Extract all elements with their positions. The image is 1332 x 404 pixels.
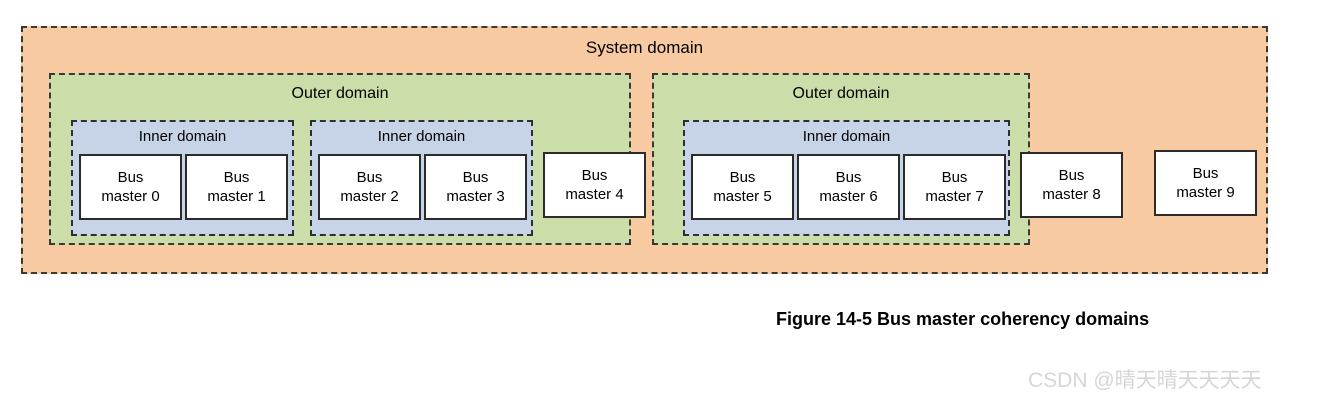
outer-domain-2-label: Outer domain — [792, 85, 890, 102]
bus-master-2-line1: Bus — [356, 169, 383, 186]
bus-master-1-line2: master 1 — [207, 188, 266, 205]
figure-caption: Figure 14-5 Bus master coherency domains — [776, 309, 1150, 329]
inner-domain-2-label: Inner domain — [377, 128, 466, 145]
bus-master-2: Bus master 2 — [318, 154, 421, 220]
bus-master-0-line1: Bus — [117, 169, 144, 186]
csdn-watermark: CSDN @晴天晴天天天天 — [1028, 369, 1262, 392]
bus-master-3: Bus master 3 — [424, 154, 527, 220]
bus-master-8: Bus master 8 — [1020, 152, 1123, 218]
system-domain-label: System domain — [585, 38, 704, 57]
bus-master-9-line2: master 9 — [1176, 184, 1235, 201]
bus-master-6: Bus master 6 — [797, 154, 900, 220]
bus-master-5: Bus master 5 — [691, 154, 794, 220]
bus-master-9-line1: Bus — [1192, 165, 1219, 182]
bus-master-2-line2: master 2 — [340, 188, 399, 205]
bus-master-0: Bus master 0 — [79, 154, 182, 220]
bus-master-0-line2: master 0 — [101, 188, 160, 205]
inner-domain-2: Inner domain Bus master 2 Bus master 3 — [310, 120, 533, 236]
outer-domain-2: Outer domain Inner domain Bus master 5 B… — [652, 73, 1123, 245]
inner-domain-1: Inner domain Bus master 0 Bus master 1 — [71, 120, 294, 236]
bus-master-6-line2: master 6 — [819, 188, 878, 205]
inner-domain-1-label: Inner domain — [138, 128, 227, 145]
bus-master-3-line1: Bus — [462, 169, 489, 186]
bus-master-7: Bus master 7 — [903, 154, 1006, 220]
bus-master-8-line1: Bus — [1058, 167, 1085, 184]
bus-master-4-line2: master 4 — [565, 186, 624, 203]
outer-domain-1: Outer domain Inner domain Bus master 0 B… — [49, 73, 646, 245]
bus-master-9: Bus master 9 — [1154, 150, 1257, 216]
bus-master-7-line2: master 7 — [925, 188, 984, 205]
bus-master-1: Bus master 1 — [185, 154, 288, 220]
system-domain: System domain Outer domain Inner domain … — [21, 26, 1268, 274]
bus-master-6-line1: Bus — [835, 169, 862, 186]
bus-master-5-line1: Bus — [729, 169, 756, 186]
bus-master-7-line1: Bus — [941, 169, 968, 186]
bus-master-3-line2: master 3 — [446, 188, 505, 205]
bus-master-8-line2: master 8 — [1042, 186, 1101, 203]
inner-domain-3-label: Inner domain — [802, 128, 891, 145]
inner-domain-3: Inner domain Bus master 5 Bus master 6 B… — [683, 120, 1010, 236]
bus-master-4: Bus master 4 — [543, 152, 646, 218]
bus-master-1-line1: Bus — [223, 169, 250, 186]
outer-domain-1-label: Outer domain — [291, 85, 389, 102]
bus-master-4-line1: Bus — [581, 167, 608, 184]
bus-master-5-line2: master 5 — [713, 188, 772, 205]
